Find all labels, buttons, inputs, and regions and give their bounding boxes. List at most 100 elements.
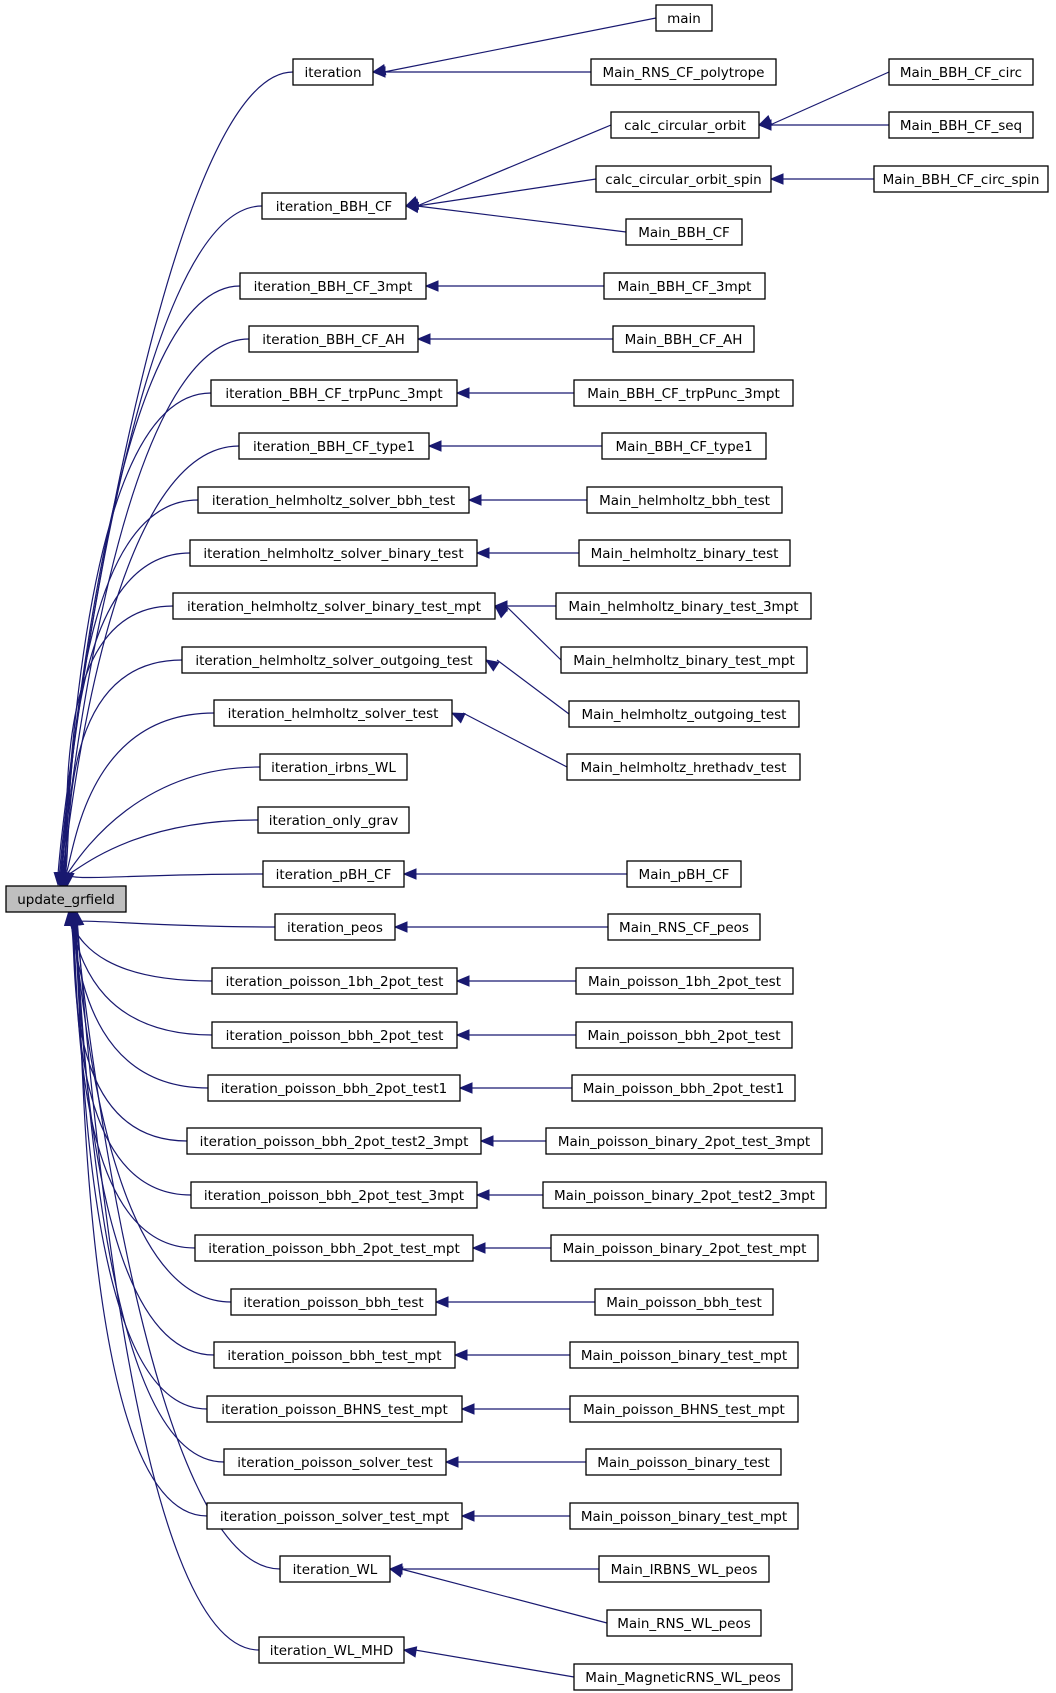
node-iteration-bbh-cf[interactable]: iteration_BBH_CF [261,192,407,220]
node-main-poisson-bhns-test-mpt[interactable]: Main_poisson_BHNS_test_mpt [569,1395,799,1423]
edge-iteration-wl-mhd-to-root-arrowhead [72,911,85,927]
node-label: Main_poisson_binary_2pot_test_mpt [563,1241,807,1257]
node-iteration-poisson-bhns-test-mpt[interactable]: iteration_poisson_BHNS_test_mpt [206,1395,463,1423]
node-label: iteration_WL [293,1562,378,1578]
node-main-poisson-binary-2pot-test-3mpt[interactable]: Main_poisson_binary_2pot_test_3mpt [545,1127,823,1155]
edge-main-poisson-bhns-test-mpt-to-iteration-poisson-bhns-test-mpt-arrowhead [460,1403,475,1415]
node-box [655,4,713,32]
node-main-poisson-binary-2pot-test2-3mpt[interactable]: Main_poisson_binary_2pot_test2_3mpt [542,1181,827,1209]
node-iteration-poisson-bbh-2pot-test2-3mpt[interactable]: iteration_poisson_bbh_2pot_test2_3mpt [186,1127,482,1155]
node-iteration-pbh-cf[interactable]: iteration_pBH_CF [262,860,405,888]
node-iteration-poisson-solver-test[interactable]: iteration_poisson_solver_test [223,1448,447,1476]
edge-iteration-to-root [57,71,294,876]
node-main-bbh-cf-3mpt[interactable]: Main_BBH_CF_3mpt [603,272,766,300]
node-iteration-bbh-cf-ah[interactable]: iteration_BBH_CF_AH [248,325,419,353]
node-main-poisson-binary-2pot-test-mpt[interactable]: Main_poisson_binary_2pot_test_mpt [550,1234,819,1262]
edge-main-poisson-binary-2pot-test-3mpt-to-iteration-poisson-bbh-2pot-test2-3mpt-arrowhead [479,1135,494,1147]
node-label: iteration_WL_MHD [270,1643,394,1659]
node-main-rns-wl-peos[interactable]: Main_RNS_WL_peos [606,1609,762,1637]
node-iteration-poisson-solver-test-mpt[interactable]: iteration_poisson_solver_test_mpt [206,1502,463,1530]
node-box [595,165,772,193]
node-box [211,1021,458,1049]
node-label: Main_helmholtz_binary_test [591,546,779,562]
node-main-bbh-cf-ah[interactable]: Main_BBH_CF_AH [612,325,755,353]
node-main-bbh-cf-circ[interactable]: Main_BBH_CF_circ [888,58,1034,86]
node-label: iteration_BBH_CF_AH [262,332,405,348]
edge-main-bbh-cf-seq-to-calc-circular-orbit-arrowhead [757,119,772,131]
node-label: main [667,11,701,27]
node-box [211,967,458,995]
node-main-bbh-cf-circ-spin[interactable]: Main_BBH_CF_circ_spin [873,165,1049,193]
edge-main-bbh-cf-trppunc-3mpt-to-iteration-bbh-cf-trppunc-3mpt-arrowhead [455,387,470,399]
edge-main-poisson-binary-test-mpt-to-iteration-poisson-bbh-test-mpt-arrowhead [453,1349,468,1361]
node-main-poisson-binary-test-mpt[interactable]: Main_poisson_binary_test_mpt [569,1502,799,1530]
node-main-bbh-cf-type1[interactable]: Main_BBH_CF_type1 [601,432,767,460]
node-main-pbh-cf[interactable]: Main_pBH_CF [626,860,742,888]
node-main-poisson-1bh-2pot-test[interactable]: Main_poisson_1bh_2pot_test [575,967,794,995]
node-iteration[interactable]: iteration [292,58,374,86]
edge-main-bbh-cf-type1-to-iteration-bbh-cf-type1-arrowhead [427,440,442,452]
node-main-helmholtz-binary-test-mpt[interactable]: Main_helmholtz_binary_test_mpt [560,646,808,674]
node-box [262,860,405,888]
edge-iteration-helmholtz-solver-test-to-root [65,712,215,876]
node-main-poisson-bbh-2pot-test[interactable]: Main_poisson_bbh_2pot_test [575,1021,793,1049]
node-iteration-poisson-bbh-2pot-test[interactable]: iteration_poisson_bbh_2pot_test [211,1021,458,1049]
node-iteration-peos[interactable]: iteration_peos [274,913,396,941]
edge-main-bbh-cf-circ-to-calc-circular-orbit [769,71,890,126]
node-iteration-helmholtz-solver-outgoing-test[interactable]: iteration_helmholtz_solver_outgoing_test [181,646,487,674]
node-iteration-bbh-cf-3mpt[interactable]: iteration_BBH_CF_3mpt [239,272,427,300]
node-label: iteration_poisson_bbh_2pot_test [226,1028,444,1044]
node-main-irbns-wl-peos[interactable]: Main_IRBNS_WL_peos [598,1555,770,1583]
node-iteration-poisson-bbh-test-mpt[interactable]: iteration_poisson_bbh_test_mpt [213,1341,456,1369]
node-main-poisson-bbh-test[interactable]: Main_poisson_bbh_test [594,1288,774,1316]
node-main-poisson-binary-test-mpt[interactable]: Main_poisson_binary_test_mpt [569,1341,799,1369]
node-iteration-poisson-1bh-2pot-test[interactable]: iteration_poisson_1bh_2pot_test [211,967,458,995]
node-main-rns-cf-peos[interactable]: Main_RNS_CF_peos [607,913,761,941]
node-iteration-wl[interactable]: iteration_WL [279,1555,391,1583]
node-box [568,700,800,728]
node-iteration-poisson-bbh-2pot-test1[interactable]: iteration_poisson_bbh_2pot_test1 [207,1074,461,1102]
node-main-helmholtz-hrethadv-test[interactable]: Main_helmholtz_hrethadv_test [566,753,801,781]
node-main[interactable]: main [655,4,713,32]
node-box [257,806,410,834]
edge-main-poisson-bbh-2pot-test-to-iteration-poisson-bbh-2pot-test-arrowhead [455,1029,470,1041]
edge-main-helmholtz-hrethadv-test-to-iteration-helmholtz-solver-test-arrowhead [450,712,466,724]
node-iteration-poisson-bbh-test[interactable]: iteration_poisson_bbh_test [230,1288,437,1316]
node-calc-circular-orbit[interactable]: calc_circular_orbit [610,111,760,139]
node-iteration-wl-mhd[interactable]: iteration_WL_MHD [258,1636,405,1664]
node-main-poisson-bbh-2pot-test1[interactable]: Main_poisson_bbh_2pot_test1 [571,1074,796,1102]
node-iteration-only-grav[interactable]: iteration_only_grav [257,806,410,834]
node-main-helmholtz-bbh-test[interactable]: Main_helmholtz_bbh_test [586,486,783,514]
node-main-helmholtz-binary-test-3mpt[interactable]: Main_helmholtz_binary_test_3mpt [555,592,812,620]
node-update-grfield[interactable]: update_grfield [5,885,127,913]
node-main-bbh-cf-trppunc-3mpt[interactable]: Main_BBH_CF_trpPunc_3mpt [573,379,794,407]
node-box [560,646,808,674]
edge-iteration-poisson-1bh-2pot-test-to-root [68,922,213,982]
node-main-poisson-binary-test[interactable]: Main_poisson_binary_test [585,1448,782,1476]
node-iteration-helmholtz-solver-binary-test[interactable]: iteration_helmholtz_solver_binary_test [189,539,478,567]
node-main-rns-cf-polytrope[interactable]: Main_RNS_CF_polytrope [590,58,777,86]
edge-main-bbh-cf-circ-spin-to-calc-circular-orbit-spin-arrowhead [769,173,784,185]
node-main-magneticrns-wl-peos[interactable]: Main_MagneticRNS_WL_peos [573,1663,793,1691]
node-iteration-poisson-bbh-2pot-test-mpt[interactable]: iteration_poisson_bbh_2pot_test_mpt [194,1234,474,1262]
edge-main-pbh-cf-to-iteration-pbh-cf-arrowhead [402,868,417,880]
edge-main-magneticrns-wl-peos-to-iteration-wl-mhd-arrowhead [402,1646,418,1658]
node-main-helmholtz-binary-test[interactable]: Main_helmholtz_binary_test [578,539,791,567]
node-label: Main_poisson_binary_2pot_test_3mpt [558,1134,810,1150]
node-iteration-poisson-bbh-2pot-test-3mpt[interactable]: iteration_poisson_bbh_2pot_test_3mpt [190,1181,478,1209]
node-box [603,272,766,300]
edge-main-bbh-cf-to-iteration-bbh-cf [416,205,627,233]
node-label: iteration_poisson_solver_test [237,1455,433,1471]
node-label: iteration_pBH_CF [276,867,392,883]
node-iteration-helmholtz-solver-bbh-test[interactable]: iteration_helmholtz_solver_bbh_test [197,486,470,514]
node-calc-circular-orbit-spin[interactable]: calc_circular_orbit_spin [595,165,772,193]
node-iteration-bbh-cf-type1[interactable]: iteration_BBH_CF_type1 [238,432,430,460]
node-iteration-irbns-wl[interactable]: iteration_irbns_WL [259,753,408,781]
node-iteration-helmholtz-solver-binary-test-mpt[interactable]: iteration_helmholtz_solver_binary_test_m… [172,592,496,620]
node-main-helmholtz-outgoing-test[interactable]: Main_helmholtz_outgoing_test [568,700,800,728]
node-main-bbh-cf[interactable]: Main_BBH_CF [625,218,743,246]
node-main-bbh-cf-seq[interactable]: Main_BBH_CF_seq [888,111,1034,139]
edge-iteration-poisson-solver-test-mpt-to-root [75,922,208,1517]
node-iteration-bbh-cf-trppunc-3mpt[interactable]: iteration_BBH_CF_trpPunc_3mpt [210,379,458,407]
node-iteration-helmholtz-solver-test[interactable]: iteration_helmholtz_solver_test [213,699,453,727]
